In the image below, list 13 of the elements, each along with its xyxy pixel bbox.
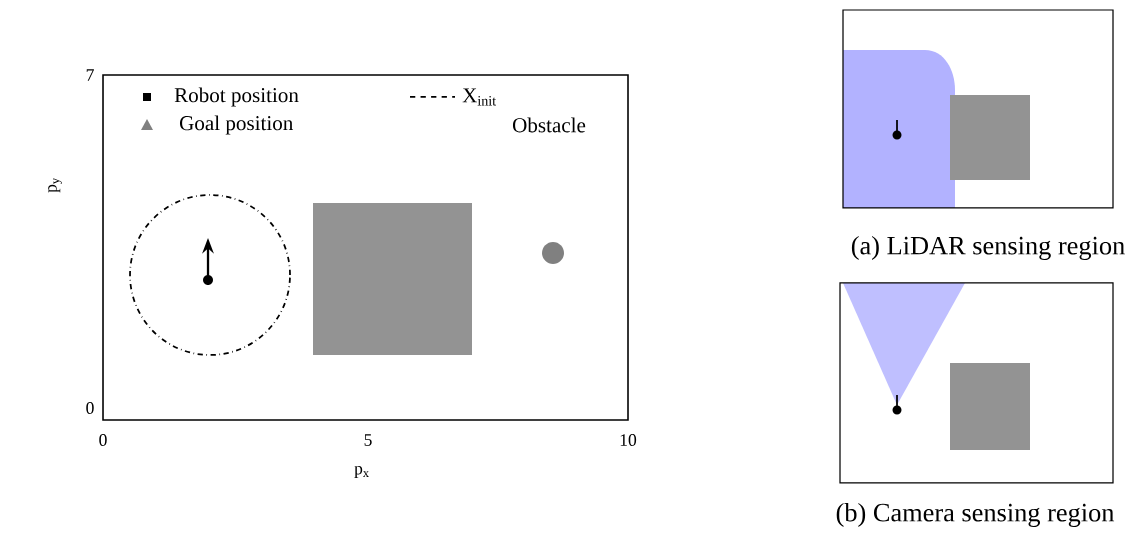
caption: (b) Camera sensing region (836, 503, 1115, 527)
tick-label: 5 (364, 434, 372, 446)
tick-label: 7 (86, 69, 94, 81)
legend-text: Goal position (179, 115, 294, 135)
tick-label: 10 (620, 434, 637, 446)
legend-text: Robot position (174, 87, 299, 107)
caption: (a) LiDAR sensing region (851, 236, 1125, 260)
legend-text: Obstacle (512, 117, 586, 133)
legend-text: X$_{init}$ (462, 88, 496, 106)
tick-label: 0 (99, 434, 107, 446)
axis-label: p$_{y}$ (48, 178, 62, 193)
tick-label: 0 (86, 402, 94, 414)
axis-label: p$_{x}$ (354, 465, 369, 478)
